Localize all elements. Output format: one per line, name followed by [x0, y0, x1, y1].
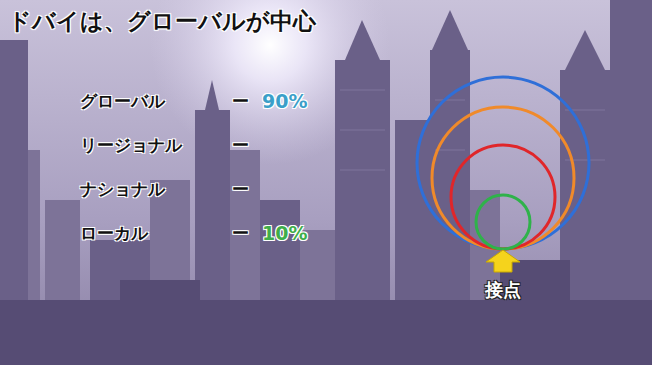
dash: ー — [232, 92, 249, 112]
scope-name: グローバル — [80, 92, 165, 112]
national-circle — [451, 145, 555, 249]
dash: ー — [232, 136, 249, 156]
regional-circle — [432, 107, 574, 249]
contact-label: 接点 — [485, 280, 521, 301]
percentage: 90% — [262, 91, 307, 113]
title: ドバイは、グローバルが中心 — [8, 8, 316, 34]
scope-name: リージョナル — [80, 136, 182, 156]
global-circle — [417, 77, 589, 249]
dash: ー — [232, 180, 249, 200]
local-circle — [476, 195, 530, 249]
dash: ー — [232, 224, 249, 244]
percentage: 10% — [262, 223, 307, 245]
scope-name: ナショナル — [80, 180, 165, 200]
contact-arrow — [486, 250, 520, 272]
scope-name: ローカル — [80, 224, 148, 244]
